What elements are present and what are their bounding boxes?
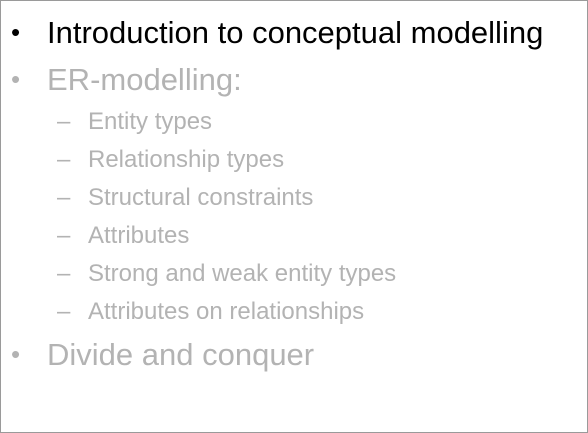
sub-item-label: Attributes on relationships: [88, 298, 365, 325]
dash-icon: –: [57, 184, 71, 211]
sub-item-label: Attributes: [88, 222, 190, 249]
sub-item-strong-weak-entity-types: –Strong and weak entity types: [57, 262, 396, 286]
sub-item-label: Strong and weak entity types: [88, 260, 397, 287]
bullet-item-divide-conquer: • Divide and conquer: [11, 339, 314, 370]
sub-item-attributes: –Attributes: [57, 224, 189, 248]
bullet-item-intro: • Introduction to conceptual modelling: [11, 17, 543, 48]
sub-item-entity-types: –Entity types: [57, 110, 212, 134]
bullet-label: Divide and conquer: [47, 337, 315, 372]
bullet-icon: •: [11, 17, 21, 47]
bullet-label: ER-modelling:: [47, 62, 242, 97]
sub-item-label: Relationship types: [88, 146, 285, 173]
dash-icon: –: [57, 298, 71, 325]
bullet-item-er-modelling: • ER-modelling:: [11, 64, 242, 95]
dash-icon: –: [57, 222, 71, 249]
sub-item-attributes-on-relationships: –Attributes on relationships: [57, 300, 364, 324]
bullet-icon: •: [11, 64, 21, 94]
bullet-icon: •: [11, 339, 21, 369]
sub-item-structural-constraints: –Structural constraints: [57, 186, 313, 210]
dash-icon: –: [57, 108, 71, 135]
dash-icon: –: [57, 146, 71, 173]
sub-item-label: Entity types: [88, 108, 213, 135]
bullet-label: Introduction to conceptual modelling: [47, 15, 544, 50]
sub-item-relationship-types: –Relationship types: [57, 148, 284, 172]
sub-item-label: Structural constraints: [88, 184, 314, 211]
dash-icon: –: [57, 260, 71, 287]
